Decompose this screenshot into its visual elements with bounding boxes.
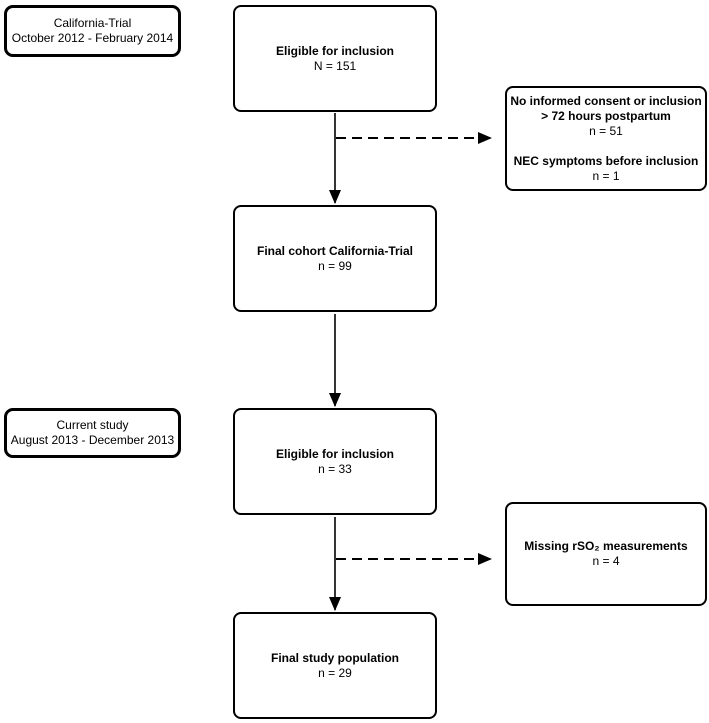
node-title: Final cohort California-Trial bbox=[256, 243, 414, 258]
node-count: n = 99 bbox=[318, 258, 352, 273]
exclusion-reason: > 72 hours postpartum bbox=[541, 108, 671, 123]
node-title: Final study population bbox=[271, 650, 399, 665]
exclusion-reason: No informed consent or inclusion bbox=[510, 93, 702, 108]
exclusion-count: n = 1 bbox=[592, 168, 620, 183]
node-title: Eligible for inclusion bbox=[275, 446, 394, 461]
node-count: N = 151 bbox=[313, 58, 357, 73]
exclusion-reason: Missing rSO₂ measurements bbox=[524, 539, 688, 553]
exclusion-reason: NEC symptoms before inclusion bbox=[513, 153, 699, 168]
node-eligible-current: Eligible for inclusion n = 33 bbox=[233, 408, 437, 515]
exclusion-box-trial: No informed consent or inclusion > 72 ho… bbox=[505, 86, 707, 191]
timeline-label-title: Current study bbox=[56, 418, 129, 432]
exclusion-count: n = 51 bbox=[589, 123, 623, 138]
timeline-label-dates: October 2012 - February 2014 bbox=[11, 31, 174, 45]
node-eligible-trial: Eligible for inclusion N = 151 bbox=[233, 5, 437, 112]
timeline-label-california-trial: California-Trial October 2012 - February… bbox=[4, 5, 181, 57]
exclusion-box-current: Missing rSO₂ measurements n = 4 bbox=[505, 502, 707, 606]
timeline-label-title: California-Trial bbox=[53, 16, 132, 30]
timeline-label-dates: August 2013 - December 2013 bbox=[10, 433, 175, 447]
node-title: Eligible for inclusion bbox=[275, 43, 394, 58]
node-final-study: Final study population n = 29 bbox=[233, 612, 437, 719]
exclusion-count: n = 4 bbox=[592, 554, 620, 568]
timeline-label-current-study: Current study August 2013 - December 201… bbox=[4, 408, 181, 458]
node-count: n = 29 bbox=[318, 665, 352, 680]
node-count: n = 33 bbox=[318, 461, 352, 476]
node-final-cohort: Final cohort California-Trial n = 99 bbox=[233, 205, 437, 312]
